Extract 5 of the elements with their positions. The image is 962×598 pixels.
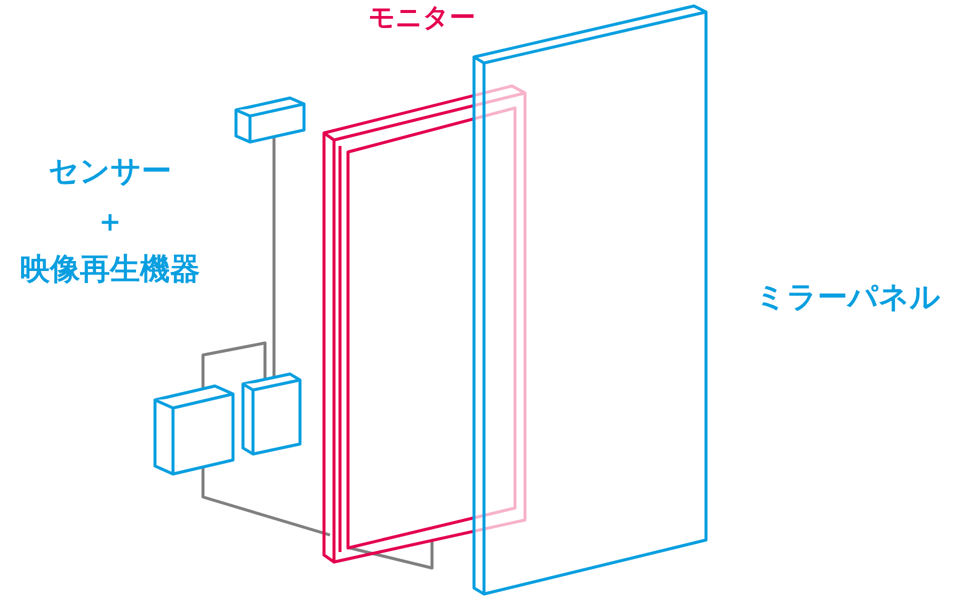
part-label: モニター [368, 5, 476, 31]
part-label: センサー [48, 157, 172, 187]
part-label: 映像再生機器 [20, 255, 200, 285]
plus-sign: ＋ [95, 207, 125, 237]
part-label: ミラーパネル [756, 283, 940, 313]
